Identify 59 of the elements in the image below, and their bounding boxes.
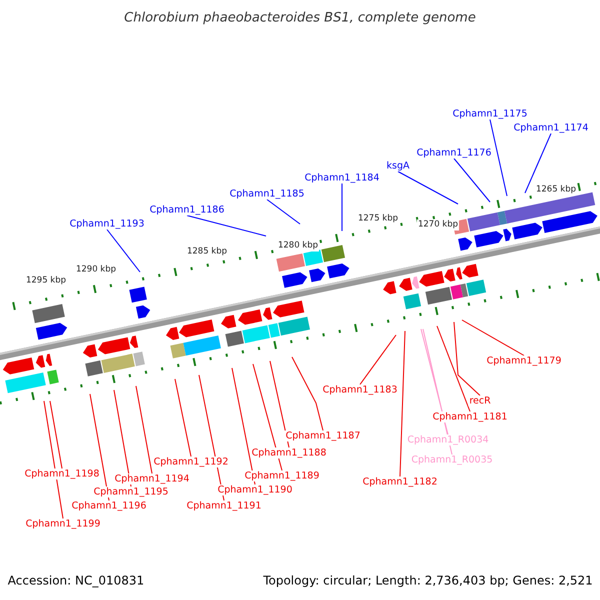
- leader-line: [174, 378, 192, 457]
- leader-line: [420, 328, 448, 435]
- scale-label: 1290 kbp: [74, 264, 118, 276]
- leader-line: [524, 133, 552, 194]
- gene-label: Cphamn1_1189: [244, 470, 320, 482]
- leader-line: [270, 360, 290, 448]
- leader-line: [398, 171, 458, 204]
- gene-label: Cphamn1_R0035: [410, 454, 494, 466]
- gene-label: Cphamn1_1184: [304, 172, 380, 184]
- leader-line: [454, 158, 490, 202]
- gene-label: Cphamn1_1187: [284, 430, 362, 442]
- leader-line: [292, 356, 324, 431]
- leader-line: [490, 119, 508, 196]
- leader-line: [266, 199, 300, 224]
- gene-label: Cphamn1_1199: [24, 518, 102, 530]
- leader-line: [252, 364, 282, 471]
- gene-label: Cphamn1_1183: [322, 384, 398, 396]
- leader-line: [454, 322, 480, 396]
- leader-line: [436, 326, 470, 412]
- leader-line: [462, 320, 524, 356]
- gene-label: Cphamn1_1193: [68, 218, 146, 230]
- leader-line: [400, 330, 406, 477]
- gene-label: Cphamn1_R0034: [406, 434, 490, 446]
- leader-line: [106, 229, 140, 272]
- gene-label: Cphamn1_1185: [228, 188, 306, 200]
- leader-line: [136, 386, 152, 474]
- gene-label: Cphamn1_1182: [362, 476, 438, 488]
- gene-label: Cphamn1_1176: [416, 148, 492, 158]
- scale-label: 1265 kbp: [534, 184, 578, 196]
- leader-line: [50, 400, 62, 469]
- gene-label: Cphamn1_1175: [452, 108, 528, 120]
- leader-line: [114, 390, 132, 487]
- gene-label: Cphamn1_1181: [432, 412, 508, 422]
- gene-label: Cphamn1_1196: [70, 500, 148, 512]
- gene-label: Cphamn1_1194: [114, 474, 190, 484]
- gene-label: Cphamn1_1191: [186, 500, 262, 512]
- gene-label: Cphamn1_1192: [152, 456, 230, 468]
- footer-text: Accession: NC_010831: [8, 576, 144, 586]
- gene-label: Cphamn1_1195: [92, 486, 170, 498]
- gene-label: Cphamn1_1186: [148, 204, 226, 216]
- scale-label: 1285 kbp: [186, 246, 228, 258]
- gene-label: ksgA: [386, 160, 410, 172]
- leader-line: [44, 400, 64, 519]
- scale-label: 1280 kbp: [276, 240, 320, 252]
- leader-line: [90, 394, 110, 501]
- gene-label: recR: [468, 396, 492, 406]
- footer-text: Topology: circular; Length: 2,736,403 bp; Genes: 2,521: [263, 576, 593, 586]
- gene-label: Cphamn1_1188: [250, 448, 328, 458]
- gene-label: Cphamn1_1179: [486, 356, 562, 366]
- title: Chlorobium phaeobacteroides BS1, complete genome: [124, 12, 476, 24]
- gene-label: Cphamn1_1190: [216, 484, 294, 496]
- scale-label: 1270 kbp: [416, 220, 460, 230]
- leader-line: [186, 215, 266, 236]
- scale-label: 1275 kbp: [356, 214, 400, 224]
- gene-label: Cphamn1_1198: [24, 468, 100, 480]
- leader-line: [232, 368, 256, 485]
- gene-label: Cphamn1_1174: [512, 122, 590, 134]
- scale-label: 1295 kbp: [24, 276, 68, 286]
- leader-line: [360, 334, 396, 385]
